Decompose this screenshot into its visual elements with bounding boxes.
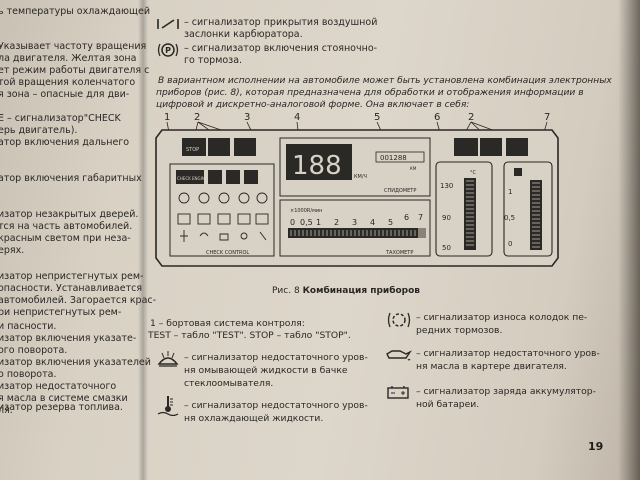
left-column-line: атор включения дальнего [0, 137, 130, 148]
callout-5: 5 [374, 112, 380, 123]
left-column-line: ля. [0, 405, 13, 416]
left-column-line: тся на часть автомобилей. [0, 221, 133, 232]
left-column-line: ри непристегнутых рем- [0, 307, 122, 318]
left-column-line: ь температуры охлаждающей [0, 6, 151, 17]
left-column-line: атор включения габаритных [0, 173, 142, 184]
left-column-line: я масла в системе смазки [0, 393, 128, 404]
book-gutter [138, 0, 148, 480]
left-column-line: автомобилей. Загорается крас- [0, 295, 157, 306]
rpm-tick-label: 0 [290, 218, 295, 227]
washer-text-1: – сигнализатор недостаточного уров- [184, 352, 368, 363]
rpm-tick-label: 3 [352, 218, 357, 227]
left-column-line: изатор резерва топлива. [0, 402, 123, 413]
oil-level-text-1: – сигнализатор недостаточного уров- [416, 348, 600, 359]
temp-tick-90: 90 [442, 214, 451, 222]
temp-tick-130: 130 [440, 182, 453, 190]
speed-unit: КМ/Ч [354, 174, 367, 180]
top-item-2-line-2: го тормоза. [184, 55, 243, 66]
check-engine-label: CHECK ENGINE [177, 176, 208, 181]
odometer-unit: КМ [410, 166, 417, 171]
left-column-line: ла двигателя. Желтая зона [0, 53, 137, 64]
battery-text-1: – сигнализатор заряда аккумулятор- [416, 386, 596, 397]
left-column-line: изатор непристегнутых рем- [0, 271, 144, 282]
left-column-line: ет режим работы двигателя с [0, 65, 150, 76]
rpm-tick-label: 0,5 [300, 218, 313, 227]
intro-line-3: цифровой и дискретно-аналоговой форме. О… [156, 100, 470, 110]
page-number: 19 [588, 440, 604, 453]
temp-unit: °С [470, 170, 477, 176]
parking-brake-icon: P [156, 42, 180, 62]
washer-fluid-icon [156, 350, 180, 372]
brake-wear-text-2: редних тормозов. [416, 325, 503, 336]
fuel-tick-05: 0,5 [504, 214, 515, 222]
left-column-line: я зона – опасные для дви- [0, 89, 130, 100]
rpm-tick-label: 4 [370, 218, 375, 227]
callout-6: 6 [434, 112, 440, 123]
oil-level-text-2: ня масла в картере двигателя. [416, 361, 567, 372]
fuel-tick-0: 0 [508, 240, 512, 248]
figure-caption: Рис. 8 Комбинация приборов [272, 286, 420, 296]
tachometer-label: ТАХОМЕТР [385, 250, 413, 256]
rpm-tick-label: 6 [404, 213, 409, 222]
oil-level-icon [384, 346, 413, 366]
washer-text-2: ня омывающей жидкости в бачке [184, 365, 348, 376]
left-column-line: красным светом при неза- [0, 233, 131, 244]
choke-icon [156, 16, 180, 35]
coolant-text-2: ня охлаждающей жидкости. [184, 413, 324, 424]
figure-caption-title: Комбинация приборов [302, 286, 420, 296]
stop-lamp-label: STOP [186, 147, 199, 153]
left-column-line: ого поворота. [0, 345, 68, 356]
left-column-line: изатор недостаточного [0, 381, 117, 392]
callout-4: 4 [294, 112, 300, 123]
left-column-line: о поворота. [0, 369, 57, 380]
washer-text-3: стеклоомывателя. [184, 378, 274, 389]
intro-line-2: приборов (рис. 8), которая предназначена… [156, 88, 584, 98]
top-item-2-line-1: – сигнализатор включения стояночно- [184, 43, 378, 54]
callout-3: 3 [244, 112, 250, 123]
brake-pad-wear-icon [386, 310, 412, 334]
left-column-line: изатор включения указателей [0, 357, 151, 368]
callout-1: 1 [164, 112, 170, 123]
callout-7: 7 [544, 112, 550, 123]
left-column-line: и пасности. [0, 321, 57, 332]
legend-line-2: TEST – табло "TEST". STOP – табло "STOP"… [148, 330, 351, 341]
top-item-1-line-1: – сигнализатор прикрытия воздушной [184, 17, 378, 28]
rpm-tick-label: 5 [388, 218, 393, 227]
speed-digits: 188 [292, 151, 342, 181]
left-column-line: ерях. [0, 245, 25, 256]
coolant-text-1: – сигнализатор недостаточного уров- [184, 400, 368, 411]
check-control-label: CHECK CONTROL [206, 250, 249, 256]
left-column-line: опасности. Устанавливается [0, 283, 143, 294]
rpm-tick-label: 2 [334, 218, 339, 227]
brake-wear-text-1: – сигнализатор износа колодок пе- [416, 312, 588, 323]
legend-line-1: 1 – бортовая система контроля: [150, 318, 305, 329]
figure-caption-prefix: Рис. 8 [272, 286, 300, 296]
svg-text:P: P [165, 46, 171, 55]
fuel-tick-1: 1 [508, 188, 512, 196]
instrument-cluster-figure: 1 2 3 4 5 6 2 7 STOP CHEC [155, 112, 559, 267]
callout-2b: 2 [468, 112, 474, 123]
battery-text-2: ной батареи. [416, 399, 480, 410]
speedometer-label: СПИДОМЕТР [384, 188, 416, 194]
left-column-line: изатор незакрытых дверей. [0, 209, 139, 220]
rpm-unit: ×1000R/мин [290, 208, 322, 214]
left-column-line: той вращения коленчатого [0, 77, 136, 88]
coolant-level-icon [156, 394, 180, 420]
page-edge-shadow [618, 0, 640, 480]
left-column-line: изатор включения указате- [0, 333, 137, 344]
rpm-tick-label: 7 [418, 213, 423, 222]
left-column-line: Указывает частоту вращения [0, 41, 147, 52]
odometer-digits: 001288 [380, 154, 407, 162]
battery-charge-icon [386, 384, 410, 404]
intro-line-1: В вариантном исполнении на автомобиле мо… [158, 76, 612, 86]
callout-2: 2 [194, 112, 200, 123]
top-item-1-line-2: заслонки карбюратора. [184, 29, 303, 40]
left-column-line: ерь двигатель). [0, 125, 78, 136]
temp-tick-50: 50 [442, 244, 451, 252]
rpm-tick-label: 1 [316, 218, 321, 227]
left-column-line: E – сигнализатор"CHECK [0, 113, 121, 124]
